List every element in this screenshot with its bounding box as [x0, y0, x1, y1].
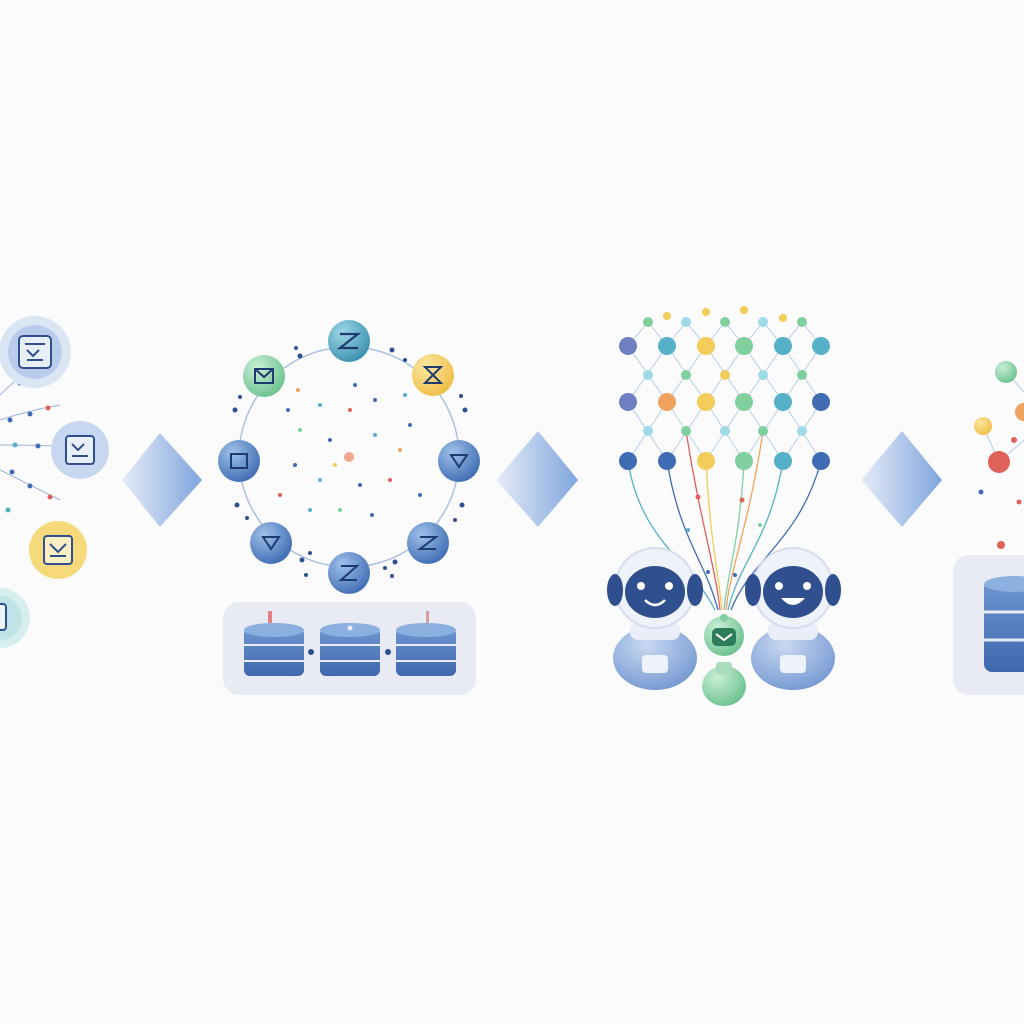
source-node-yellow	[29, 521, 87, 579]
neural-network-nodes	[619, 306, 830, 577]
output-particles	[974, 361, 1024, 549]
source-node-blue	[0, 316, 71, 388]
neural-network-edges	[627, 321, 822, 462]
flow-arrow-3	[861, 431, 942, 527]
flow-arrow-1	[122, 433, 202, 527]
stage-output-storage	[953, 361, 1024, 695]
stage-distributed-cluster	[218, 320, 480, 695]
stage-model-training	[607, 306, 841, 706]
cluster-node-lower-left	[250, 522, 292, 564]
robot-left	[607, 547, 703, 690]
database-icon-2	[320, 623, 380, 676]
source-node-blue-2	[51, 421, 109, 479]
cluster-node-top	[328, 320, 370, 362]
cluster-node-left	[218, 440, 260, 482]
stage-sources	[0, 316, 109, 648]
robot-small-green	[702, 614, 746, 706]
source-node-teal	[0, 588, 30, 648]
flow-arrow-2	[496, 431, 578, 527]
database-icon-3	[396, 611, 456, 676]
database-icon-1	[244, 611, 304, 676]
neural-network-streams	[627, 430, 822, 611]
cluster-node-upper-left	[243, 355, 285, 397]
cluster-node-lower-right	[407, 522, 449, 564]
cluster-node-bottom	[328, 552, 370, 594]
source-connections	[0, 369, 61, 501]
cluster-node-upper-right	[412, 354, 454, 396]
robot-right	[745, 547, 841, 690]
cluster-particles	[278, 383, 422, 517]
output-database-icon	[984, 576, 1024, 672]
ring-dots	[232, 346, 468, 578]
cluster-node-right	[438, 440, 480, 482]
